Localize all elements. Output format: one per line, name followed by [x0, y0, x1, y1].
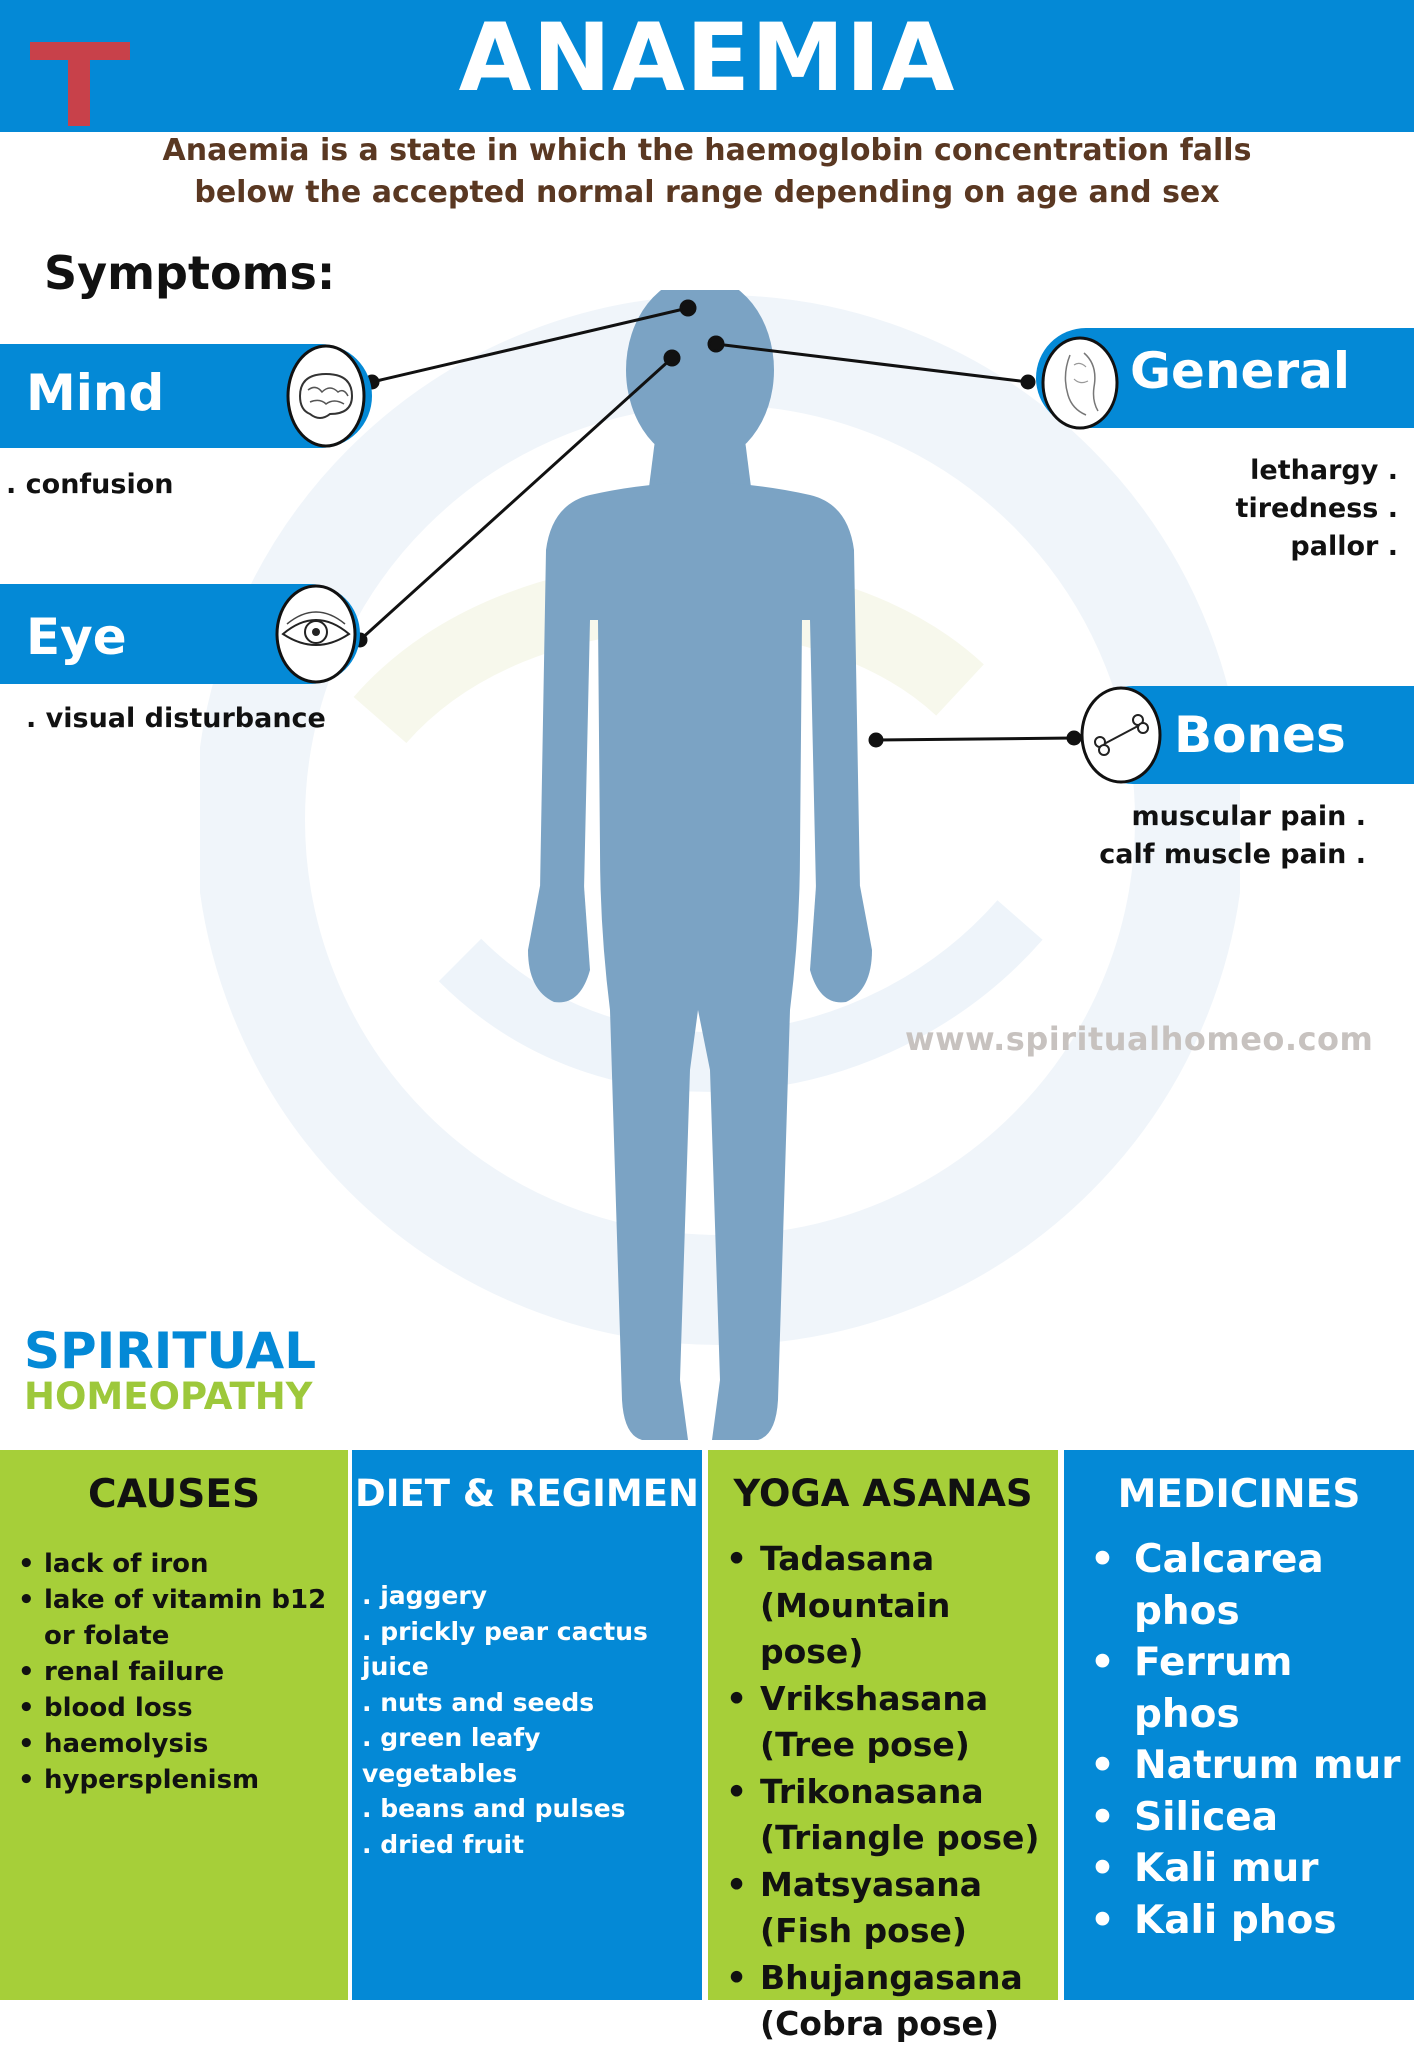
bones-label: Bones	[1174, 706, 1346, 764]
list-item: . jaggery	[362, 1581, 488, 1610]
header-bar	[0, 0, 1414, 132]
list-item: blood loss	[18, 1690, 338, 1726]
human-body-figure	[528, 290, 872, 1440]
list-item: Vrikshasana (Tree pose)	[726, 1676, 1058, 1769]
brain-icon	[286, 344, 366, 448]
bones-symptoms: muscular pain . calf muscle pain .	[1099, 798, 1366, 874]
website-watermark: www.spiritualhomeo.com	[905, 1020, 1374, 1058]
list-item: Ferrum phos	[1090, 1637, 1410, 1740]
list-item: . dried fruit	[362, 1829, 525, 1859]
list-item: Calcarea phos	[1090, 1534, 1410, 1637]
causes-column: CAUSES lack of iron lake of vitamin b12 …	[0, 1450, 348, 2000]
general-symptoms: lethargy . tiredness . pallor .	[1236, 452, 1398, 566]
list-item: Bhujangasana (Cobra pose)	[726, 1955, 1058, 2048]
brand-homeopathy: HOMEOPATHY	[24, 1375, 313, 1418]
list-item: hypersplenism	[18, 1762, 338, 1798]
t-logo-icon	[30, 42, 130, 126]
list-item: Trikonasana (Triangle pose)	[726, 1769, 1058, 1862]
connector-lines	[352, 299, 1082, 748]
mind-label: Mind	[26, 364, 165, 422]
medicines-title: MEDICINES	[1117, 1472, 1361, 1517]
brand-spiritual: SPIRITUAL	[24, 1322, 317, 1380]
yoga-title: YOGA ASANAS	[733, 1472, 1033, 1515]
eye-symptom: . visual disturbance	[26, 703, 326, 734]
list-item: . prickly pear cactus juice	[362, 1616, 648, 1682]
medicines-column: MEDICINES Calcarea phos Ferrum phos Natr…	[1064, 1450, 1414, 2000]
list-item: Tadasana (Mountain pose)	[726, 1536, 1058, 1676]
list-item: . nuts and seeds	[362, 1687, 595, 1717]
general-symptom-item: tiredness .	[1235, 493, 1398, 524]
list-item: lake of vitamin b12 or folate	[18, 1582, 338, 1654]
intro-text: Anaemia is a state in which the haemoglo…	[162, 133, 1252, 210]
causes-title: CAUSES	[87, 1472, 261, 1517]
diet-column: DIET & REGIMEN . jaggery . prickly pear …	[352, 1450, 702, 2000]
eye-icon	[275, 584, 357, 684]
list-item: Natrum mur	[1090, 1740, 1410, 1792]
list-item: Kali phos	[1090, 1895, 1410, 1947]
list-item: renal failure	[18, 1654, 338, 1690]
bones-symptom-item: calf muscle pain .	[1099, 839, 1366, 870]
symptoms-heading: Symptoms:	[44, 246, 336, 300]
person-sketch-icon	[1041, 336, 1119, 430]
list-item: Kali mur	[1090, 1843, 1410, 1895]
list-item: . beans and pulses	[362, 1794, 626, 1823]
diet-title: DIET & REGIMEN	[355, 1472, 699, 1515]
general-symptom-item: pallor .	[1290, 531, 1398, 562]
general-label: General	[1130, 342, 1350, 400]
list-item: Matsyasana (Fish pose)	[726, 1862, 1058, 1955]
eye-label: Eye	[26, 608, 127, 666]
bone-icon	[1080, 686, 1162, 784]
general-symptom-item: lethargy .	[1250, 455, 1398, 486]
list-item: Silicea	[1090, 1792, 1410, 1844]
mind-symptom: . confusion	[6, 469, 174, 500]
diet-list: . jaggery . prickly pear cactus juice . …	[362, 1578, 702, 1862]
list-item: haemolysis	[18, 1726, 338, 1762]
yoga-column: YOGA ASANAS Tadasana (Mountain pose) Vri…	[708, 1450, 1058, 2043]
causes-list: lack of iron lake of vitamin b12 or fola…	[18, 1546, 338, 1798]
list-item: . green leafy vegetables	[362, 1723, 541, 1788]
list-item: lack of iron	[18, 1546, 338, 1582]
medicines-list: Calcarea phos Ferrum phos Natrum mur Sil…	[1090, 1534, 1410, 1946]
page-title: ANAEMIA	[458, 4, 956, 113]
bones-symptom-item: muscular pain .	[1131, 801, 1366, 832]
yoga-list: Tadasana (Mountain pose) Vrikshasana (Tr…	[726, 1536, 1058, 2048]
